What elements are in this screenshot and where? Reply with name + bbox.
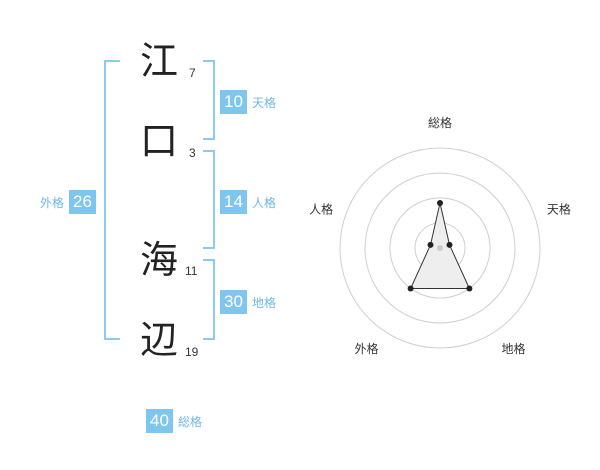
jinkaku-score: 14 人格 — [220, 190, 276, 214]
radar-ring-2 — [389, 197, 491, 299]
soukaku-value: 40 — [146, 409, 173, 433]
gaikaku-value: 26 — [69, 190, 97, 214]
gaikaku-bracket — [104, 60, 120, 340]
radar-center-dot — [437, 245, 443, 251]
tenkaku-bracket — [203, 60, 215, 140]
chikaku-label: 地格 — [252, 295, 277, 310]
radar-axis-label-1: 天格 — [547, 201, 571, 216]
radar-axis-label-0: 総格 — [428, 115, 452, 130]
radar-axis-label-2: 地格 — [501, 341, 525, 356]
soukaku-score: 40 総格 — [146, 409, 202, 433]
radar-ring-3 — [364, 172, 516, 324]
jinkaku-value: 14 — [220, 190, 247, 214]
radar-point-0 — [437, 200, 443, 206]
stroke-count-2: 3 — [189, 146, 196, 160]
chikaku-score: 30 地格 — [220, 290, 276, 314]
given-char-2: 辺 — [139, 318, 178, 362]
radar-point-4 — [427, 241, 434, 248]
chikaku-bracket — [203, 259, 215, 340]
tenkaku-label: 天格 — [252, 95, 277, 110]
stroke-count-4: 19 — [185, 345, 199, 359]
soukaku-label: 総格 — [178, 414, 203, 429]
radar-point-2 — [466, 285, 473, 292]
radar-axis-label-4: 人格 — [309, 201, 333, 216]
given-char-1: 海 — [139, 238, 178, 282]
radar-point-1 — [446, 241, 453, 248]
jinkaku-bracket — [203, 150, 215, 249]
radar-axis-label-3: 外格 — [354, 341, 378, 356]
jinkaku-label: 人格 — [252, 195, 277, 210]
tenkaku-value: 10 — [220, 90, 247, 114]
surname-char-1: 江 — [139, 39, 178, 83]
stroke-count-3: 11 — [185, 264, 198, 278]
surname-char-2: 口 — [139, 119, 178, 163]
radar-point-3 — [407, 285, 414, 292]
stroke-count-1: 7 — [189, 66, 196, 80]
tenkaku-score: 10 天格 — [220, 90, 276, 114]
gaikaku-score: 外格 26 — [40, 190, 97, 214]
chikaku-value: 30 — [220, 290, 247, 314]
gaikaku-label: 外格 — [40, 195, 65, 210]
radar-ring-4 — [339, 147, 541, 349]
